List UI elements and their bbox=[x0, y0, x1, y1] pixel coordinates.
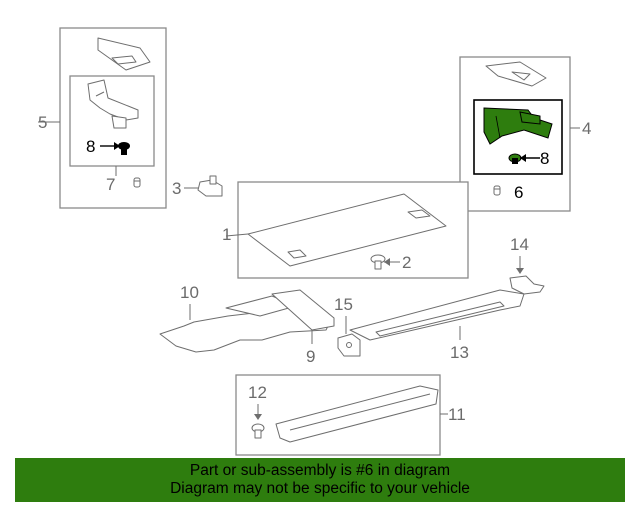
group-box-4 bbox=[459, 56, 571, 212]
callout-10: 10 bbox=[180, 283, 199, 302]
callout-3: 3 bbox=[172, 179, 181, 198]
banner-line-1: Part or sub-assembly is #6 in diagram bbox=[189, 462, 451, 479]
sub-box-highlighted bbox=[473, 99, 563, 175]
callout-8-right: 8 bbox=[540, 149, 549, 168]
pushpin-icon-12 bbox=[251, 423, 265, 439]
cover-panel-part bbox=[97, 37, 151, 71]
callout-14: 14 bbox=[510, 235, 529, 254]
screw-icon-7 bbox=[133, 177, 141, 188]
screw-icon-6 bbox=[493, 185, 501, 196]
bracket-part-14 bbox=[509, 275, 545, 295]
callout-12: 12 bbox=[248, 383, 267, 402]
trim-panel-part-1 bbox=[247, 193, 447, 267]
callout-2: 2 bbox=[402, 253, 411, 272]
sub-box-8-left bbox=[69, 75, 155, 167]
callout-15: 15 bbox=[334, 295, 353, 314]
clip-icon-left bbox=[118, 142, 130, 155]
callout-8-left: 8 bbox=[86, 137, 95, 156]
callout-11: 11 bbox=[448, 405, 466, 424]
callout-5: 5 bbox=[38, 113, 47, 132]
callout-1: 1 bbox=[222, 225, 231, 244]
callout-9: 9 bbox=[306, 347, 315, 366]
pushpin-icon-2 bbox=[370, 254, 386, 270]
trim-part-10 bbox=[159, 305, 331, 353]
scuff-plate-part-11 bbox=[275, 385, 439, 443]
banner-line-2: Diagram may not be specific to your vehi… bbox=[170, 480, 470, 497]
callout-6: 6 bbox=[514, 183, 523, 202]
callout-4: 4 bbox=[582, 119, 591, 138]
bracket-part-left bbox=[87, 79, 139, 121]
info-banner: Part or sub-assembly is #6 in diagram Di… bbox=[15, 458, 625, 502]
trim-part-9 bbox=[271, 289, 335, 331]
callout-13: 13 bbox=[450, 343, 469, 362]
callout-7: 7 bbox=[106, 175, 115, 194]
